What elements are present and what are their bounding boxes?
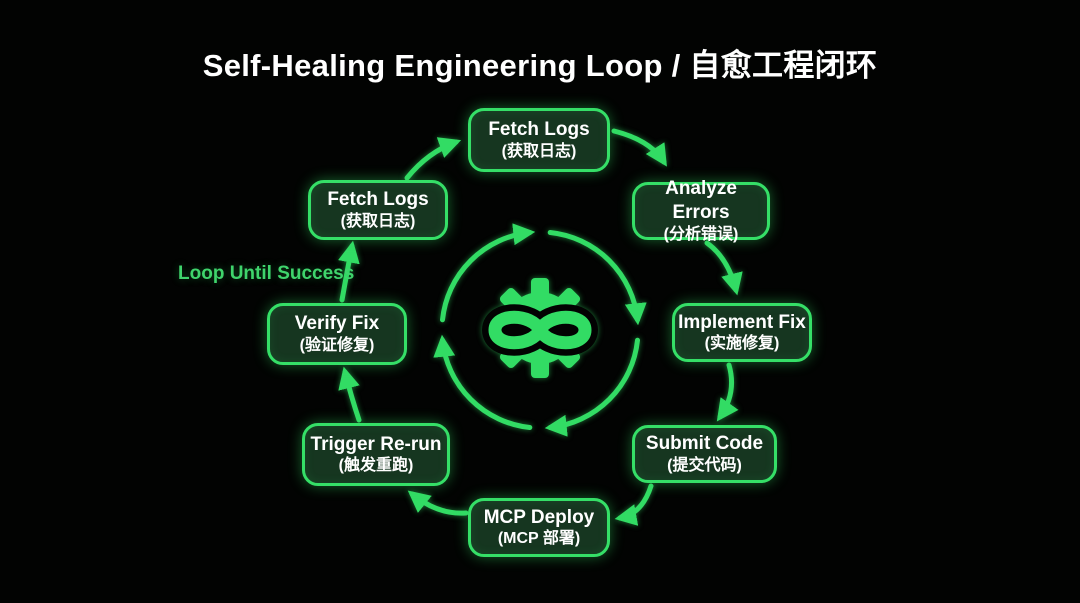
node-fetch-logs-top: Fetch Logs (获取日志)	[468, 108, 610, 172]
inner-cycle-arrows	[433, 223, 647, 437]
arrow-fetchtop-to-analyze	[611, 128, 667, 167]
node-label-zh: (提交代码)	[667, 456, 742, 474]
outer-loop-arrows	[338, 128, 743, 526]
arrow-trigger-to-verify	[338, 366, 362, 423]
node-analyze-errors: Analyze Errors (分析错误)	[632, 178, 770, 243]
page-title: Self-Healing Engineering Loop / 自愈工程闭环	[202, 48, 878, 83]
node-label-en: Fetch Logs	[488, 119, 590, 141]
node-label-en: Fetch Logs	[327, 189, 429, 211]
node-verify-fix: Verify Fix (验证修复)	[267, 303, 407, 365]
node-implement-fix: Implement Fix (实施修复)	[672, 303, 812, 362]
arrow-submit-to-mcp	[614, 483, 654, 526]
node-submit-code: Submit Code (提交代码)	[632, 425, 777, 483]
inner-arc-left	[433, 334, 533, 430]
loop-until-success-label: Loop Until Success	[178, 263, 355, 284]
arrow-analyze-to-implement	[704, 240, 743, 296]
node-label-en: Implement Fix	[678, 311, 806, 333]
node-label-zh: (验证修复)	[299, 336, 375, 354]
node-label-en: MCP Deploy	[483, 506, 595, 528]
node-label-zh: (实施修复)	[704, 335, 780, 353]
inner-arc-bottom	[544, 337, 640, 437]
node-label-en: Trigger Re-run	[310, 433, 442, 455]
node-label-en: Submit Code	[645, 433, 764, 455]
node-label-zh: (获取日志)	[340, 212, 416, 230]
gear-infinity-icon	[482, 278, 598, 378]
arrow-fetchleft-to-fetchtop	[404, 137, 462, 181]
node-fetch-logs-upper-left: Fetch Logs (获取日志)	[308, 180, 448, 240]
arrow-implement-to-submit	[716, 362, 739, 422]
node-label-en: Verify Fix	[294, 313, 380, 335]
infinity-icon	[482, 304, 598, 356]
node-label-zh: (分析错误)	[663, 225, 739, 243]
inner-arc-top	[440, 223, 536, 323]
node-label-zh: (MCP 部署)	[497, 530, 581, 548]
node-mcp-deploy: MCP Deploy (MCP 部署)	[468, 498, 610, 557]
inner-arc-right	[547, 230, 647, 326]
node-trigger-rerun: Trigger Re-run (触发重跑)	[302, 423, 450, 486]
arrow-verify-to-fetchleft	[338, 240, 360, 303]
node-label-zh: (触发重跑)	[338, 457, 414, 475]
arrow-mcp-to-trigger	[407, 490, 469, 516]
node-label-zh: (获取日志)	[501, 142, 577, 160]
node-label-en: Analyze Errors	[665, 178, 737, 223]
